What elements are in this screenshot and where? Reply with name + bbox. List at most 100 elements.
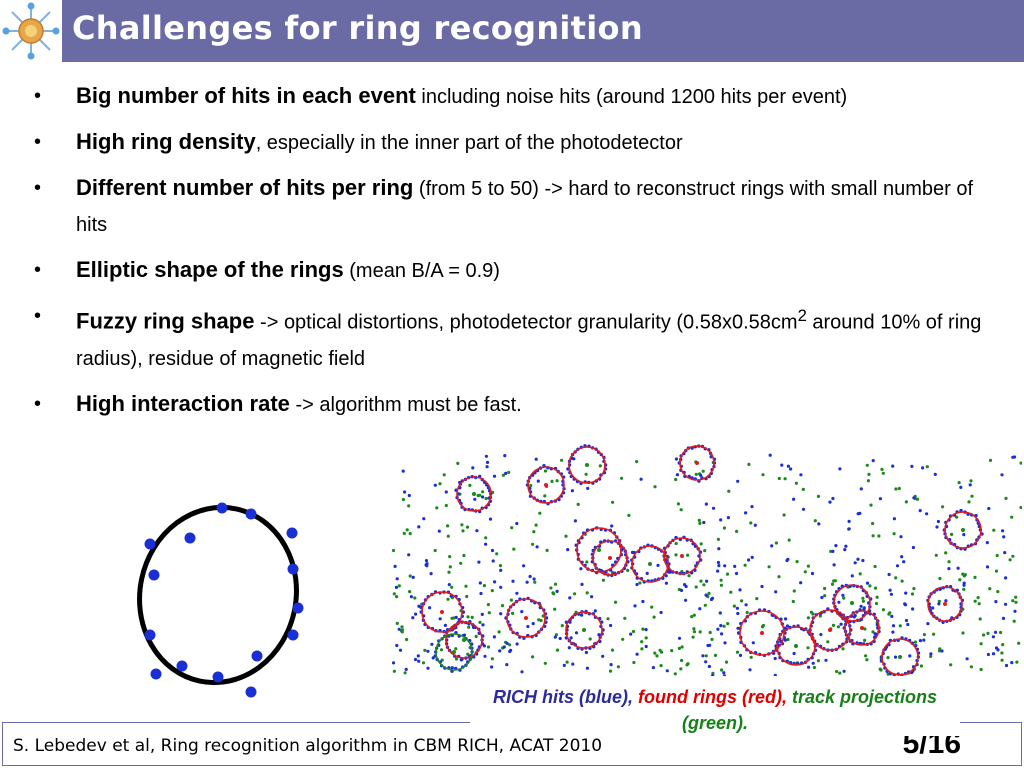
rich-hit (526, 624, 530, 629)
rich-hit (831, 496, 835, 501)
track-projection (877, 534, 881, 538)
rich-hit (965, 657, 969, 661)
rich-hit (736, 611, 740, 616)
track-projection (478, 493, 482, 497)
track-projection (673, 672, 677, 676)
hit-point (251, 650, 263, 662)
track-projection (913, 640, 918, 644)
track-projection (484, 536, 488, 540)
rich-hit (831, 549, 835, 553)
slide-title: Challenges for ring recognition (72, 9, 643, 47)
track-projection (653, 651, 657, 655)
track-projection (861, 599, 865, 603)
track-projection (816, 659, 820, 663)
track-projection (979, 667, 983, 672)
rich-hit (411, 575, 415, 579)
rich-hit (471, 466, 475, 470)
track-projection (838, 671, 842, 675)
track-projection (774, 541, 778, 545)
rich-hit (931, 606, 935, 610)
track-projection (538, 511, 542, 515)
track-projection (467, 625, 471, 629)
track-projection (794, 481, 798, 485)
rich-hit (918, 639, 923, 643)
track-projection (598, 464, 602, 468)
track-projection (699, 579, 703, 583)
track-projection (446, 597, 450, 601)
track-projection (395, 595, 399, 599)
rich-hit (520, 610, 524, 614)
track-projection (932, 632, 936, 636)
track-projection (988, 458, 993, 462)
hit-point (287, 563, 299, 575)
track-projection (787, 538, 791, 542)
track-projection (979, 642, 983, 646)
rich-hit (722, 674, 726, 676)
track-projection (982, 633, 986, 637)
rich-hit (843, 548, 847, 552)
track-projection (679, 508, 683, 512)
rich-hit (450, 666, 454, 670)
track-projection (452, 616, 456, 620)
rich-hit (1004, 663, 1009, 668)
rich-hit (665, 669, 669, 673)
found-ring (833, 584, 871, 622)
track-projection (588, 637, 592, 641)
rich-hit (878, 497, 882, 501)
track-projection (865, 463, 869, 467)
hit-point (245, 508, 257, 520)
rich-hit (437, 529, 441, 533)
found-ring (568, 446, 606, 484)
track-projection (660, 650, 664, 654)
track-projection (392, 669, 396, 673)
rich-hit (492, 635, 496, 639)
track-projection (555, 648, 560, 652)
rich-hit (395, 577, 399, 581)
track-projection (490, 589, 494, 593)
rich-hit (454, 615, 458, 619)
track-projection (801, 487, 805, 491)
rich-hit (847, 519, 851, 523)
rich-hit (962, 533, 966, 537)
rich-hit (738, 588, 742, 592)
track-projection (465, 594, 469, 599)
rich-hit (718, 611, 722, 615)
rich-hit (891, 630, 895, 634)
rich-hit (747, 558, 751, 562)
track-projection (1004, 496, 1008, 500)
rich-hit (719, 624, 723, 628)
rich-hit (993, 630, 998, 634)
rich-hit (586, 486, 590, 490)
rich-hit (553, 635, 557, 639)
track-projection (510, 526, 514, 530)
rich-hit (890, 614, 894, 618)
rich-hit (569, 636, 573, 640)
rich-hit (571, 662, 575, 666)
track-projection (482, 584, 486, 588)
track-projection (627, 513, 631, 517)
rich-hit (528, 574, 532, 579)
track-projection (976, 596, 980, 600)
track-projection (635, 460, 639, 464)
rich-hit (677, 636, 682, 640)
rich-hit (832, 563, 836, 567)
track-projection (816, 494, 821, 498)
rich-hit (1010, 661, 1014, 665)
track-projection (541, 614, 545, 618)
track-projection (555, 479, 559, 483)
track-projection (958, 578, 962, 582)
rich-hit (847, 527, 851, 531)
rich-hit (733, 564, 737, 568)
track-projection (881, 608, 885, 612)
snowflake-logo-icon (2, 2, 60, 60)
rich-hit (987, 506, 991, 511)
rich-hit (865, 581, 870, 585)
track-projection (407, 504, 411, 508)
rich-hit (416, 654, 420, 658)
track-projection (703, 549, 707, 553)
track-projection (533, 580, 537, 584)
rich-hit (708, 643, 712, 647)
track-projection (973, 575, 977, 579)
footer-citation: S. Lebedev et al, Ring recognition algor… (13, 736, 603, 756)
track-projection (732, 604, 736, 608)
